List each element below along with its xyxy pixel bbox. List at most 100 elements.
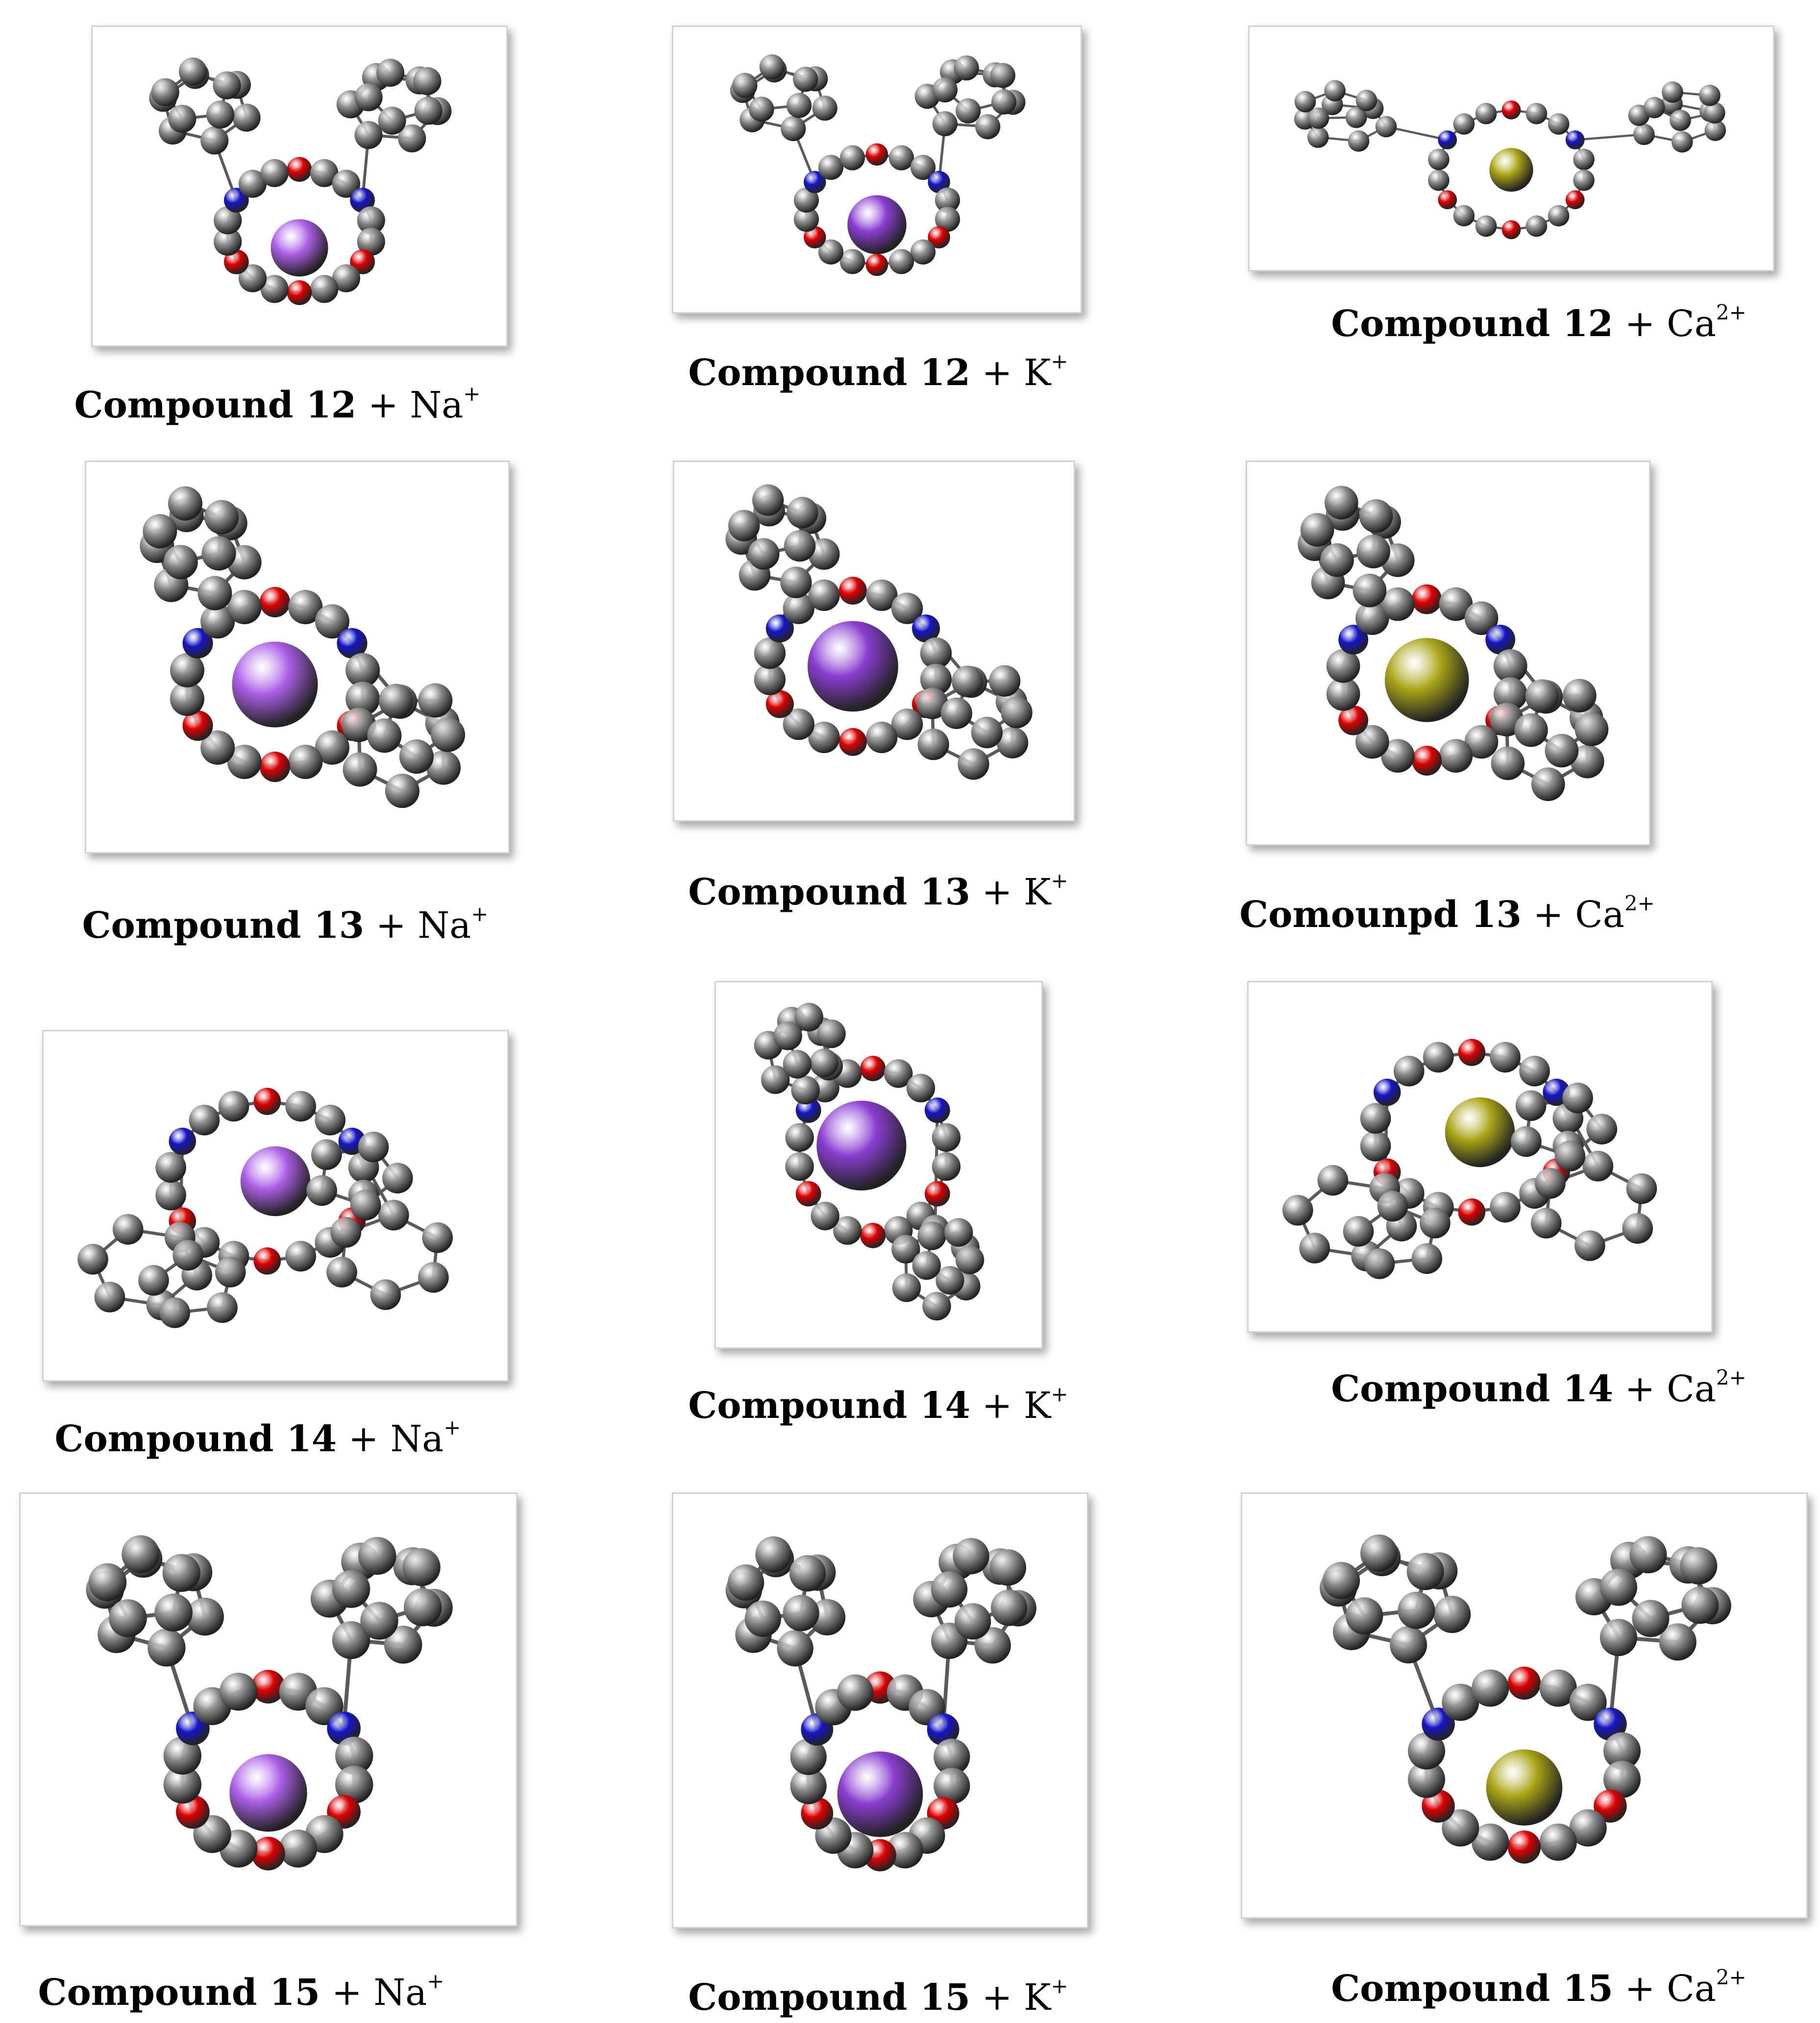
carbon-atom — [358, 1536, 396, 1575]
carbon-atom — [357, 206, 385, 235]
oxygen-atom — [1412, 746, 1442, 776]
carbon-atom — [357, 227, 385, 256]
carbon-atom — [385, 774, 419, 808]
carbon-atom — [354, 121, 383, 149]
ion-charge: + — [1051, 1382, 1068, 1406]
carbon-atom — [1574, 1230, 1605, 1261]
ion-symbol: K — [1024, 1385, 1051, 1427]
carbon-atom — [168, 486, 203, 521]
carbon-atom — [398, 124, 426, 153]
carbon-atom — [1345, 106, 1367, 128]
carbon-atom — [1670, 109, 1691, 131]
carbon-atom — [953, 1537, 989, 1575]
compound-name: Compound 14 — [1331, 1368, 1614, 1410]
carbon-atom — [155, 1179, 186, 1211]
carbon-atom — [1364, 1248, 1395, 1279]
caption: Compound 14 + K+ — [688, 1382, 1068, 1427]
ion-symbol: Na — [373, 1972, 427, 2014]
metal-ion-sphere — [1384, 638, 1469, 722]
carbon-atom — [1599, 1568, 1637, 1606]
carbon-atom — [935, 206, 960, 232]
ion-symbol: Ca — [1575, 894, 1624, 936]
ion-symbol: Na — [410, 384, 464, 426]
carbon-atom — [1530, 1208, 1562, 1239]
carbon-atom — [759, 54, 785, 80]
carbon-atom — [1393, 1055, 1425, 1087]
molecule-structure-14-k — [754, 1002, 984, 1321]
ion-symbol: Ca — [1667, 1368, 1716, 1410]
carbon-atom — [974, 1627, 1011, 1664]
carbon-atom — [330, 1217, 362, 1248]
carbon-atom — [1282, 1194, 1313, 1226]
carbon-atom — [1514, 713, 1548, 747]
carbon-atom — [378, 106, 406, 135]
carbon-atom — [360, 1602, 398, 1640]
carbon-atom — [418, 1262, 449, 1293]
carbon-atom — [1491, 746, 1525, 780]
carbon-atom — [884, 1059, 913, 1088]
molecule-structure-15-na — [86, 1535, 453, 1871]
carbon-atom — [932, 111, 958, 137]
nitrogen-atom — [928, 171, 950, 194]
carbon-atom — [285, 1091, 317, 1122]
carbon-atom — [1511, 1126, 1542, 1157]
carbon-atom — [326, 1257, 357, 1288]
carbon-atom — [990, 63, 1015, 88]
oxygen-atom — [928, 226, 950, 248]
carbon-atom — [783, 1595, 819, 1632]
carbon-atom — [790, 1768, 827, 1804]
carbon-atom — [773, 1022, 802, 1050]
carbon-atom — [219, 1673, 258, 1711]
carbon-atom — [94, 1282, 125, 1313]
oxygen-atom — [1438, 190, 1457, 210]
carbon-atom — [754, 663, 786, 695]
nitrogen-atom — [927, 1713, 959, 1746]
carbon-atom — [1398, 1591, 1435, 1629]
ion-symbol: K — [1024, 352, 1051, 394]
carbon-atom — [332, 170, 361, 198]
carbon-atom — [109, 1599, 147, 1637]
carbon-atom — [88, 1563, 127, 1602]
carbon-atom — [1582, 1150, 1614, 1182]
carbon-atom — [728, 1564, 764, 1601]
carbon-atom — [1622, 1213, 1653, 1244]
carbon-atom — [214, 206, 242, 235]
carbon-atom — [163, 1736, 201, 1775]
carbon-atom — [1428, 170, 1450, 191]
carbon-atom — [1539, 1669, 1577, 1707]
oxygen-atom — [253, 1247, 281, 1275]
carbon-atom — [940, 697, 973, 729]
carbon-atom — [780, 566, 812, 598]
carbon-atom — [1464, 725, 1499, 759]
carbon-atom — [1515, 1090, 1547, 1121]
carbon-atom — [170, 682, 204, 716]
molecule-panel — [1241, 1492, 1808, 1919]
molecule-structure-14-ca — [1282, 1039, 1657, 1279]
oxygen-atom — [251, 1836, 285, 1871]
carbon-atom — [227, 590, 262, 625]
carbon-atom — [1355, 601, 1389, 635]
carbon-atom — [1472, 1823, 1509, 1861]
carbon-atom — [422, 1222, 453, 1253]
oxygen-atom — [795, 1181, 821, 1207]
carbon-atom — [1375, 116, 1397, 138]
carbon-atom — [783, 1049, 812, 1079]
carbon-atom — [1346, 1597, 1383, 1635]
carbon-atom — [1381, 739, 1415, 773]
caption: Compound 12 + Na+ — [74, 382, 481, 426]
carbon-atom — [399, 739, 434, 774]
ion-charge: + — [443, 1415, 461, 1439]
carbon-atom — [793, 187, 819, 213]
oxygen-atom — [182, 710, 213, 741]
carbon-atom — [1535, 1168, 1566, 1199]
carbon-atom — [749, 97, 774, 122]
carbon-atom — [201, 536, 236, 571]
carbon-atom — [1453, 205, 1475, 227]
oxygen-atom — [860, 1055, 886, 1081]
carbon-atom — [989, 665, 1021, 697]
carbon-atom — [989, 1549, 1027, 1586]
carbon-atom — [808, 579, 840, 611]
carbon-atom — [1348, 130, 1370, 152]
carbon-atom — [376, 58, 405, 87]
carbon-atom — [920, 663, 952, 695]
